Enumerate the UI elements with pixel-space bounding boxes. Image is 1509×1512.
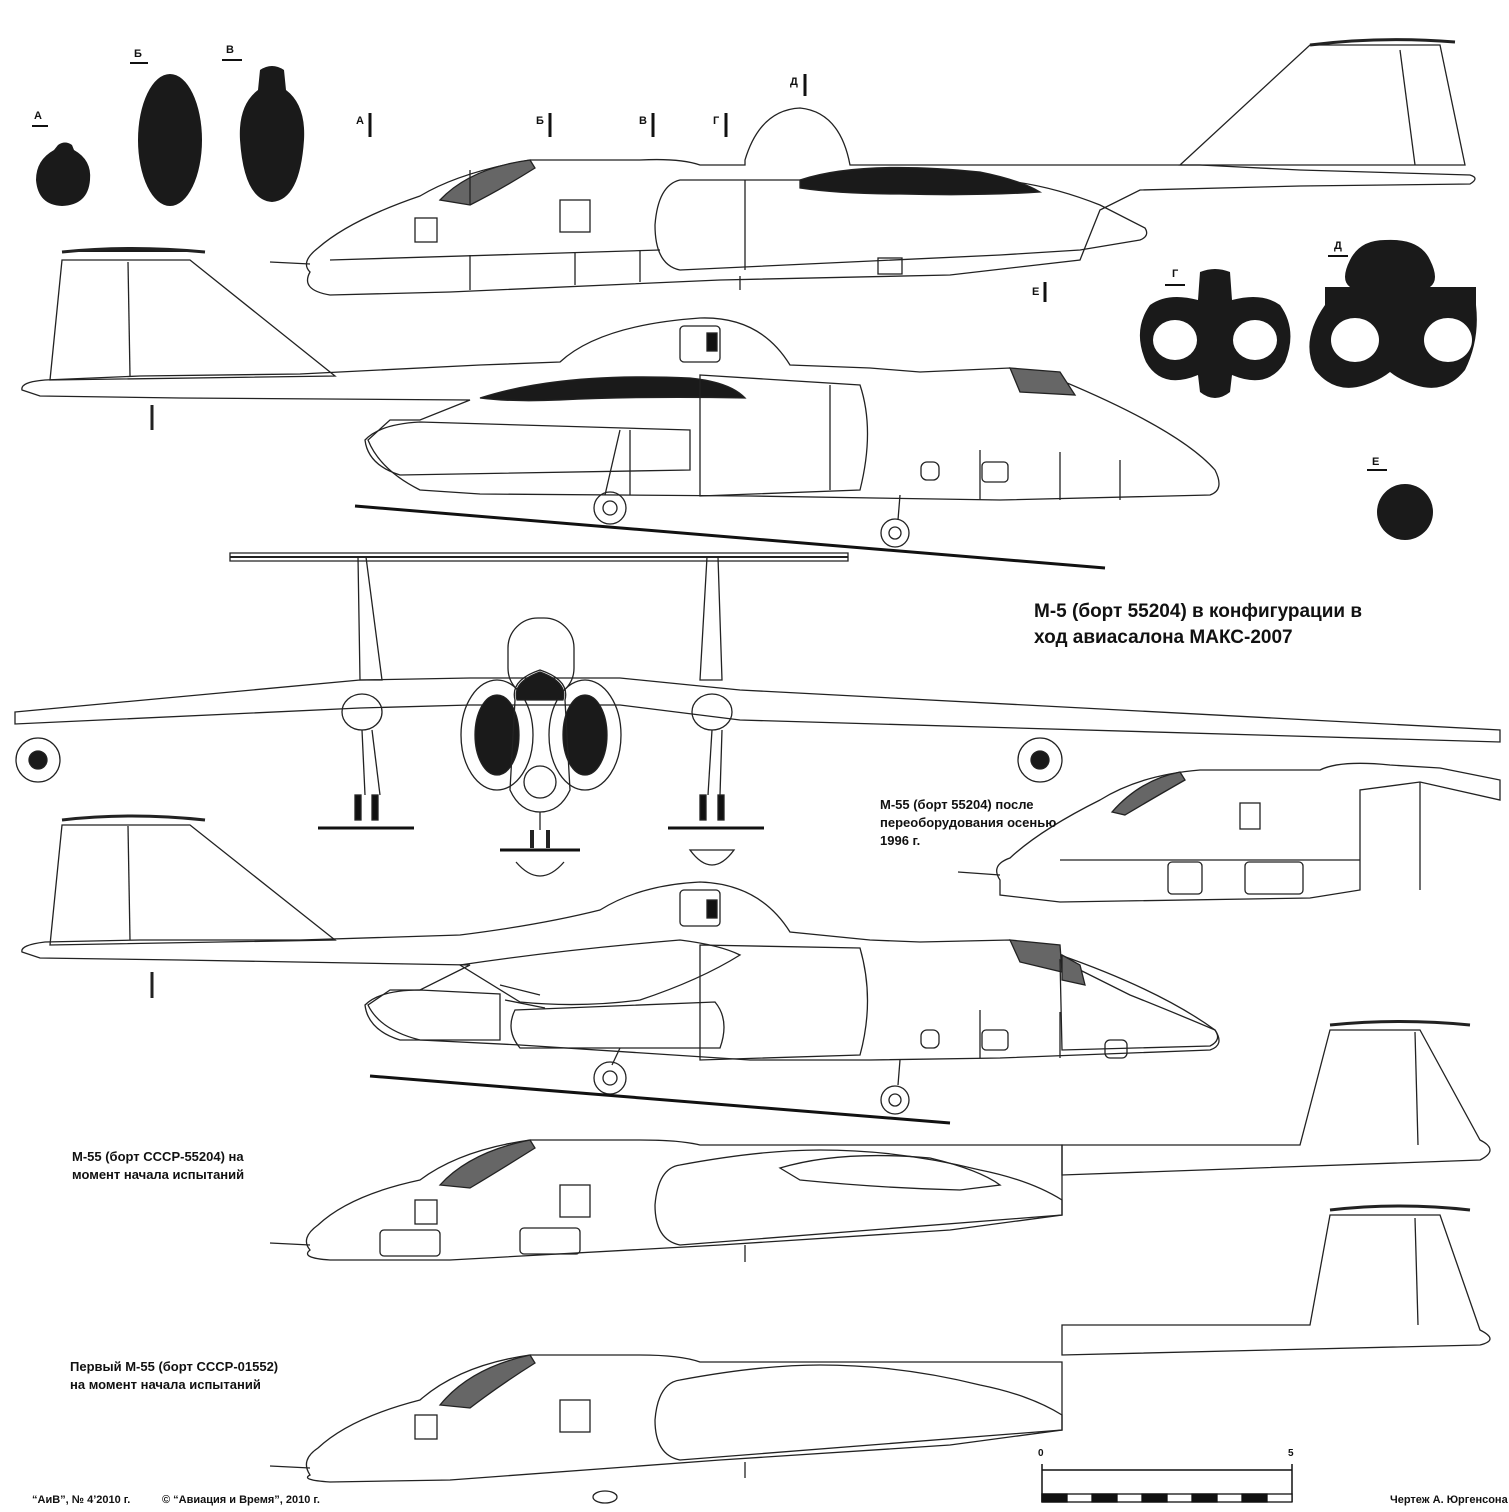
caption-55204-line1: М-55 (борт СССР-55204) на bbox=[72, 1149, 244, 1164]
caption-maks-line1: М-5 (борт 55204) в конфигурации в bbox=[1034, 601, 1363, 622]
label-section-b: Б bbox=[134, 48, 142, 60]
caption-1996-line2: переоборудования осенью bbox=[880, 815, 1057, 830]
ground-line-upper bbox=[354, 504, 1106, 570]
side-view-lower-gear bbox=[21, 814, 1220, 1086]
nose-wheel-lower bbox=[880, 1085, 910, 1115]
cut-label-v: В bbox=[639, 115, 647, 127]
section-silhouette-d-holes bbox=[1331, 318, 1472, 362]
side-view-55204-start bbox=[269, 1139, 1063, 1262]
tail-segment-right-2 bbox=[1061, 1204, 1491, 1356]
caption-after-1996: М-55 (борт 55204) после переоборудования… bbox=[880, 796, 1056, 850]
footer-author: Чертеж А. Юргенсона bbox=[1390, 1494, 1508, 1506]
section-silhouette-g-holes bbox=[1153, 320, 1277, 360]
label-section-g: Г bbox=[1172, 268, 1179, 280]
main-wheel-upper bbox=[593, 491, 627, 525]
section-silhouette-a bbox=[36, 142, 91, 206]
nose-wheel-upper bbox=[880, 518, 910, 548]
nose-segment-right bbox=[1059, 953, 1219, 1059]
scale-label-max: 5 bbox=[1288, 1448, 1294, 1459]
label-section-e: Е bbox=[1372, 456, 1380, 468]
caption-55204-start: М-55 (борт СССР-55204) на момент начала … bbox=[72, 1148, 244, 1184]
section-silhouette-v bbox=[239, 66, 305, 202]
cut-label-a: А bbox=[356, 115, 364, 127]
cut-label-e: Е bbox=[1032, 286, 1040, 298]
caption-55204-line2: момент начала испытаний bbox=[72, 1167, 245, 1182]
cut-label-b: Б bbox=[536, 115, 544, 127]
caption-maks-2007: М-5 (борт 55204) в конфигурации в ход ав… bbox=[1034, 599, 1362, 651]
caption-01552-line1: Первый М-55 (борт СССР-01552) bbox=[70, 1359, 279, 1374]
footer-copyright: © “Авиация и Время”, 2010 г. bbox=[162, 1494, 320, 1506]
section-silhouette-b bbox=[138, 74, 202, 206]
label-section-v: В bbox=[226, 44, 234, 56]
scale-label-min: 0 bbox=[1038, 1448, 1044, 1459]
side-view-top bbox=[269, 38, 1476, 296]
footer-journal: “АиВ”, № 4’2010 г. bbox=[32, 1494, 131, 1506]
side-view-01552-start bbox=[269, 1354, 1063, 1504]
tail-segment-right-1 bbox=[1061, 1020, 1491, 1176]
section-label-ticks bbox=[32, 59, 1387, 471]
caption-01552-line2: на момент начала испытаний bbox=[70, 1377, 261, 1392]
caption-1996-line1: М-55 (борт 55204) после bbox=[880, 797, 1034, 812]
front-view bbox=[14, 552, 1501, 877]
cut-label-g: Г bbox=[713, 115, 720, 127]
ground-line-lower bbox=[369, 1074, 951, 1125]
scale-bar bbox=[1041, 1464, 1293, 1503]
caption-1996-line3: 1996 г. bbox=[880, 833, 921, 848]
label-section-d: Д bbox=[1334, 240, 1342, 252]
label-section-a: А bbox=[34, 110, 42, 122]
section-silhouette-e bbox=[1377, 484, 1433, 540]
side-view-upper-gear bbox=[21, 247, 1220, 521]
section-silhouette-g bbox=[1139, 269, 1291, 398]
main-wheel-lower bbox=[593, 1061, 627, 1095]
cut-label-d: Д bbox=[790, 76, 798, 88]
caption-01552-start: Первый М-55 (борт СССР-01552) на момент … bbox=[70, 1358, 278, 1394]
section-silhouette-d bbox=[1309, 239, 1477, 388]
section-cut-marks bbox=[368, 74, 1047, 302]
caption-maks-line2: ход авиасалона МАКС-2007 bbox=[1034, 627, 1293, 648]
nose-detail-1996 bbox=[957, 762, 1501, 903]
